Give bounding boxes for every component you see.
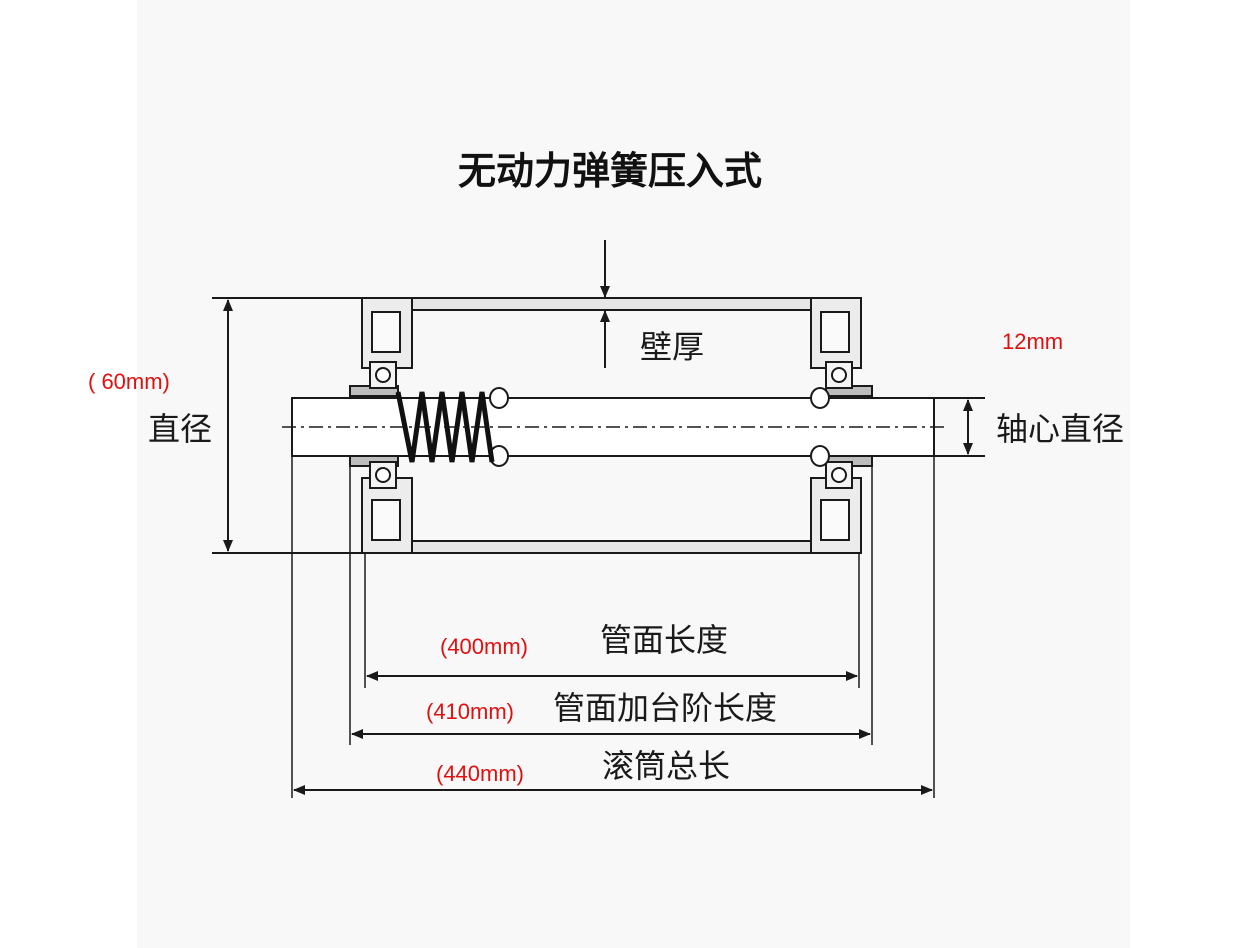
diagram-title: 无动力弹簧压入式 [458, 149, 762, 193]
shaft-diameter-label: 轴心直径 [996, 410, 1124, 448]
wall-thickness-label: 壁厚 [640, 328, 704, 366]
tube-length-label: 管面长度 [600, 621, 728, 659]
length-extension-lines [291, 456, 935, 798]
tube-step-length-label: 管面加台阶长度 [553, 689, 777, 727]
right-end-cap [810, 297, 873, 554]
tube-step-length-value: (410mm) [426, 699, 514, 724]
total-length-label: 滚筒总长 [602, 747, 730, 785]
shaft [282, 387, 948, 467]
diameter-label: 直径 [148, 410, 212, 448]
spring [395, 391, 495, 463]
diameter-value: ( 60mm) [88, 369, 170, 394]
total-length-value: (440mm) [436, 761, 524, 786]
diameter-dimension [212, 297, 365, 554]
tube-length-value: (400mm) [440, 634, 528, 659]
left-end-cap [349, 297, 413, 554]
shaft-diameter-value: 12mm [1002, 329, 1063, 354]
shaft-diameter-dimension [934, 397, 985, 457]
